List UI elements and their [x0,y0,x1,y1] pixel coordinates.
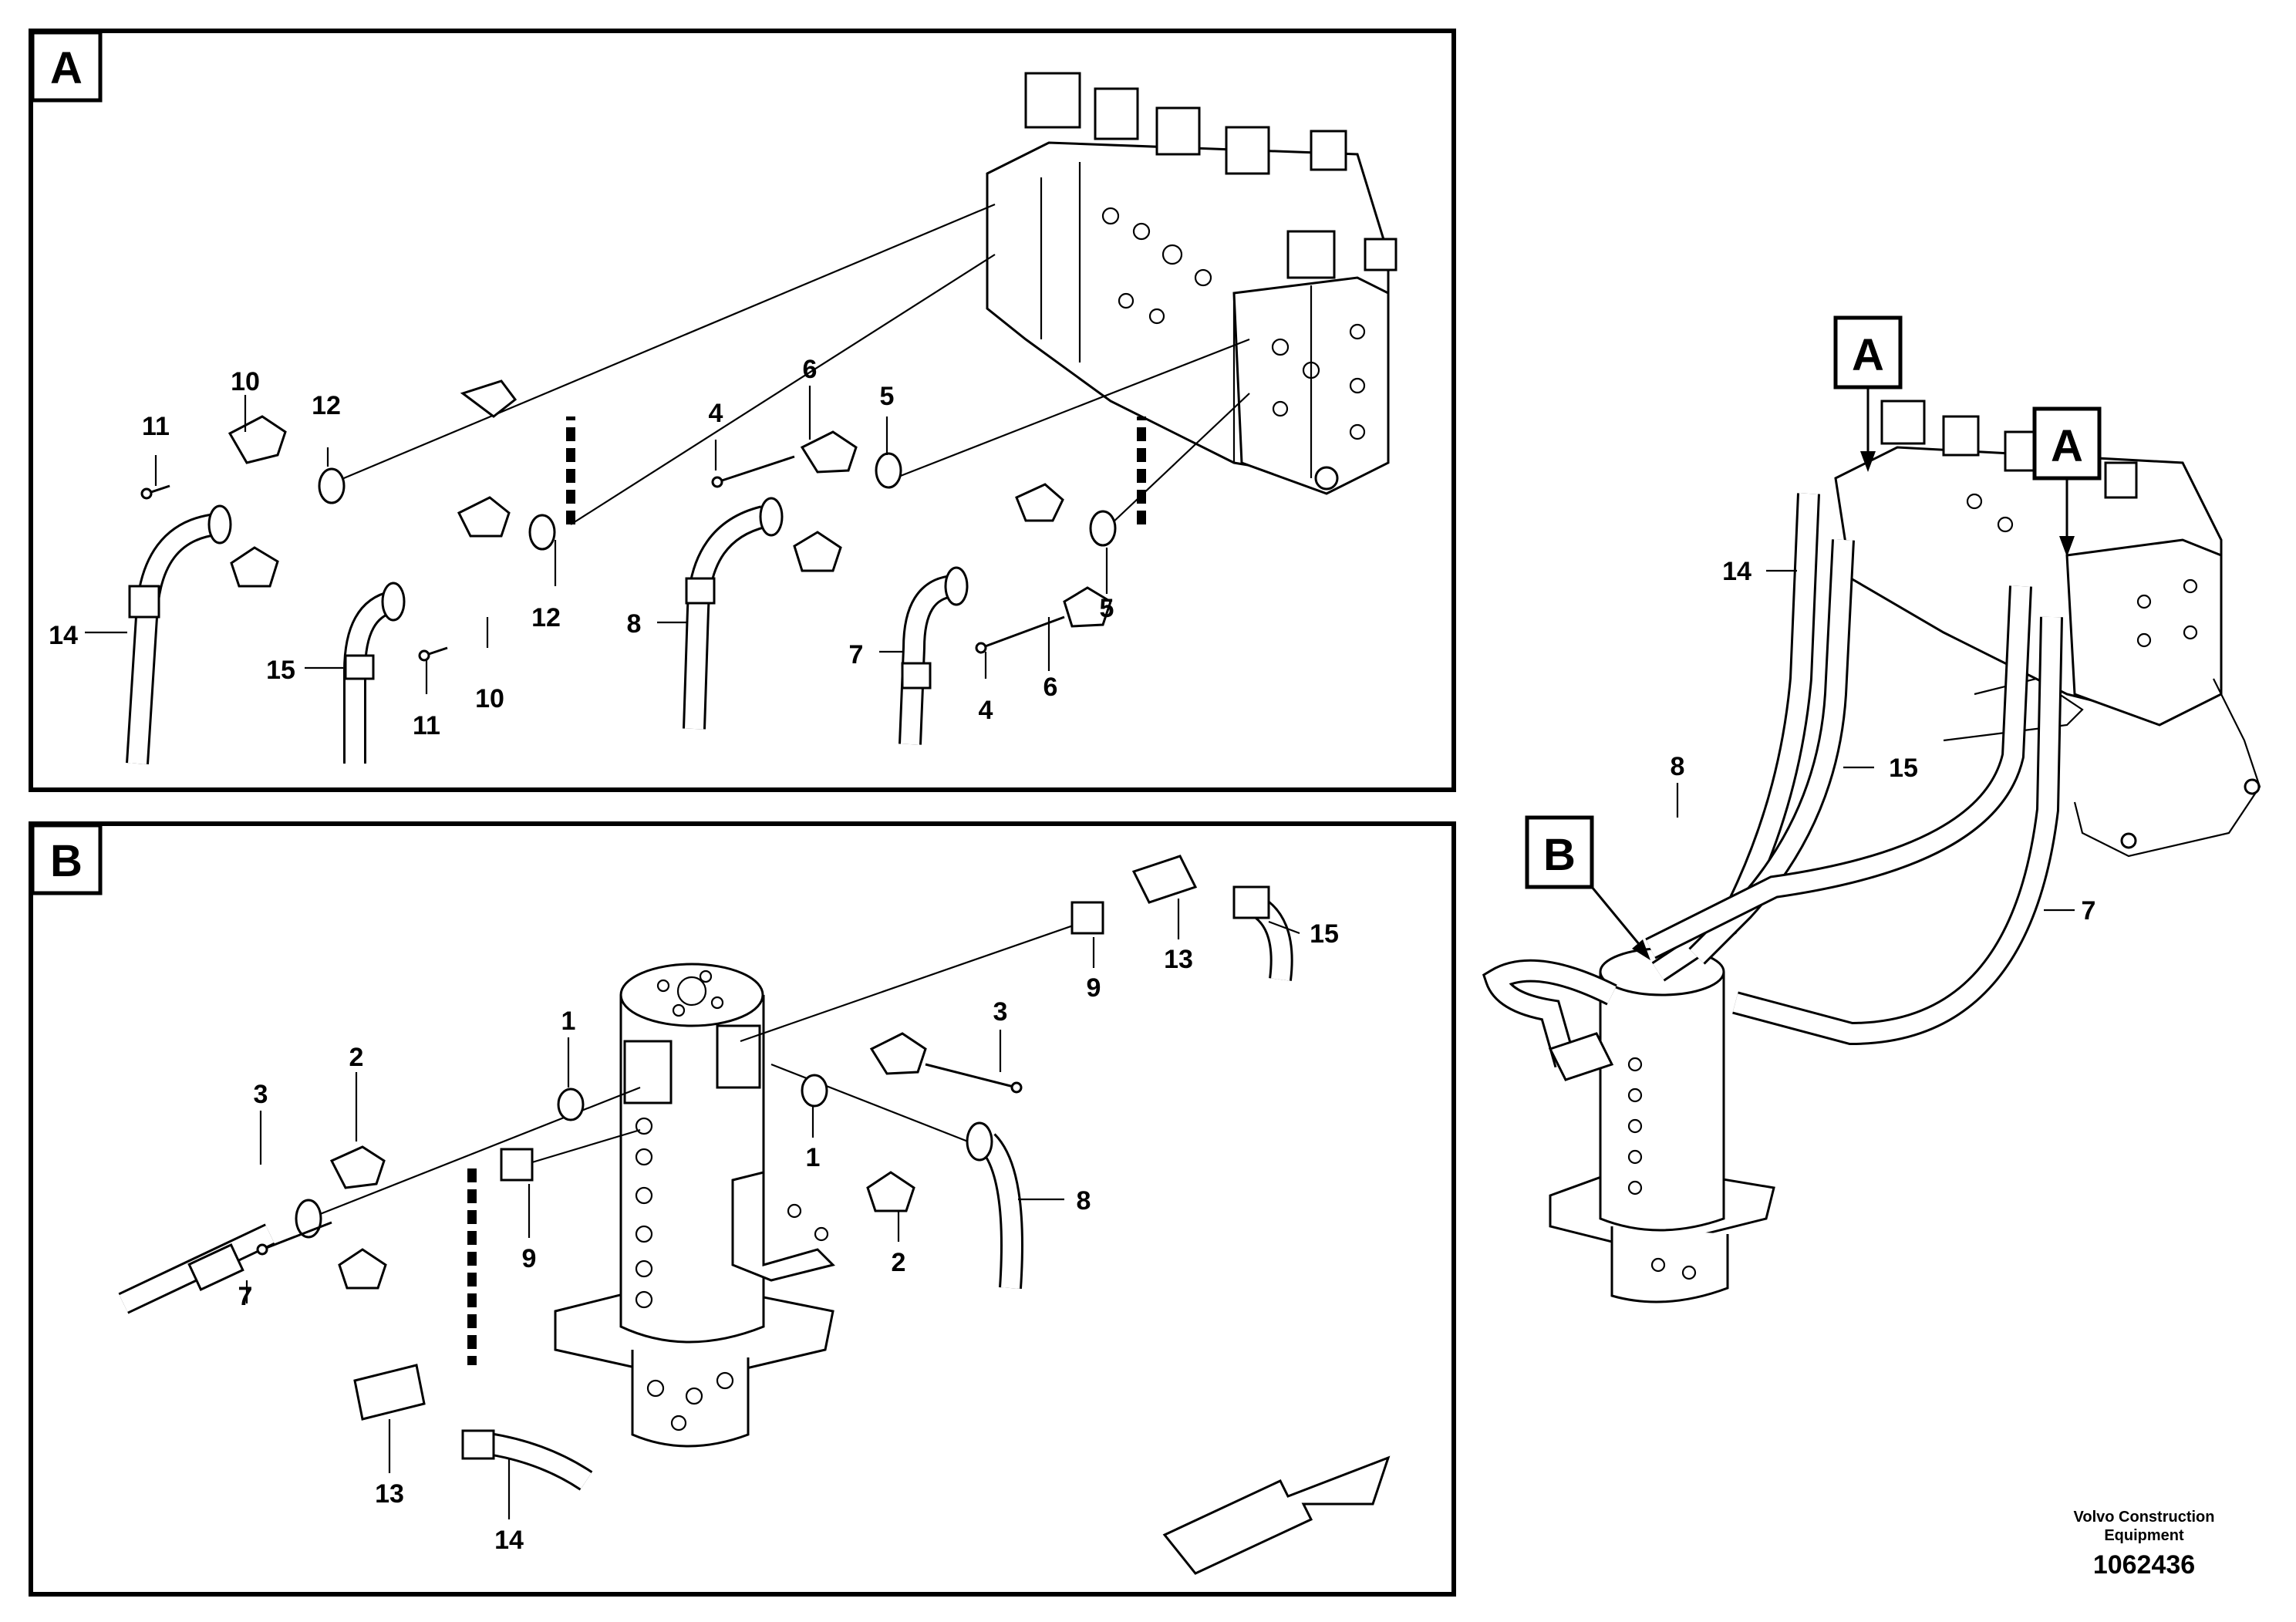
control-valve [986,72,1397,495]
brand-line-1: Volvo Construction [2073,1509,2215,1526]
direction-arrow [1162,1455,1391,1575]
panel-a: A [29,29,1456,792]
callout-b-2: 1 [561,1007,576,1036]
callout-a-5: 12 [531,603,561,632]
callout-b-10: 13 [1164,945,1193,974]
callout-a-10: 5 [880,382,895,411]
callout-b-11: 15 [1310,919,1339,949]
swivel-joint [554,963,835,1448]
callout-a-2: 12 [312,391,341,420]
overview-tag-b: B [1543,830,1576,880]
callout-b-9: 9 [1087,973,1101,1003]
callout-overview-0: 14 [1722,557,1752,586]
callout-a-9: 6 [803,355,818,384]
drawing-number: 1062436 [2092,1550,2196,1580]
callout-a-13: 5 [1100,594,1114,623]
brand-name: Volvo Construction Equipment [2005,1508,2283,1545]
callout-b-0: 3 [254,1080,268,1109]
callout-a-14: 4 [979,696,993,725]
callout-a-6: 11 [413,711,440,740]
callout-overview-2: 15 [1889,754,1918,783]
callout-b-8: 3 [993,997,1008,1027]
callout-a-0: 11 [142,412,170,441]
overview-assembly: A A B 14 8 15 7 [1482,315,2261,1303]
callout-b-4: 7 [238,1282,253,1311]
panel-a-tag: A [50,43,83,93]
callout-b-5: 1 [806,1143,821,1172]
callout-a-11: 8 [627,609,642,639]
callout-overview-1: 8 [1671,752,1685,781]
panel-b-tag: B [50,836,83,886]
callout-b-7: 8 [1077,1186,1091,1216]
callout-a-7: 10 [475,684,504,713]
callout-b-1: 2 [349,1043,364,1072]
overview-tag-a1: A [1852,330,1884,380]
callout-b-12: 13 [375,1479,404,1509]
callout-a-8: 4 [709,399,723,428]
callout-a-3: 14 [49,621,78,650]
callout-a-12: 7 [849,640,864,669]
callout-b-13: 14 [494,1526,524,1555]
callout-a-1: 10 [231,367,260,396]
callout-b-6: 2 [892,1248,906,1277]
brand-line-2: Equipment [2104,1527,2184,1544]
overview-tag-a2: A [2051,421,2083,471]
callout-overview-3: 7 [2082,896,2096,926]
callout-b-3: 9 [522,1244,537,1273]
callout-a-4: 15 [266,656,295,685]
callout-a-15: 6 [1043,673,1058,702]
panel-b: B [29,821,1456,1597]
